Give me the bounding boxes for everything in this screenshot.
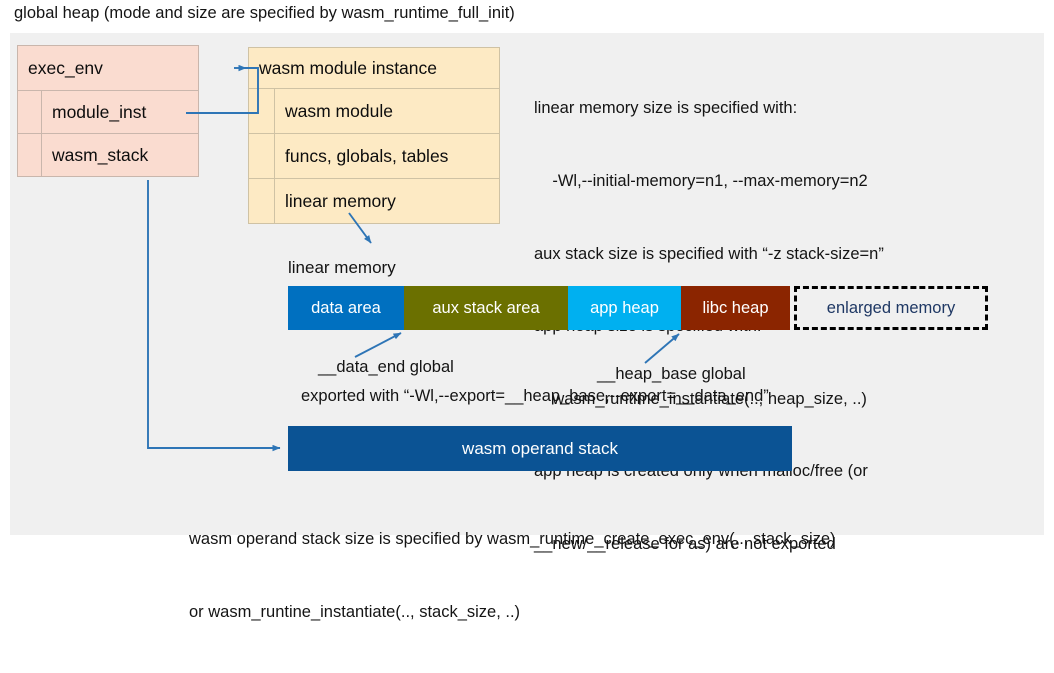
- wasm-operand-stack-label: wasm operand stack: [462, 438, 618, 458]
- note-line: aux stack size is specified with “-z sta…: [534, 244, 884, 263]
- memory-segment-libc-heap: libc heap: [681, 286, 790, 330]
- row-gutter: [249, 89, 275, 133]
- note-line: -Wl,--initial-memory=n1, --max-memory=n2: [534, 172, 868, 191]
- memory-segment-label: libc heap: [702, 298, 769, 317]
- memory-config-notes: linear memory size is specified with: -W…: [534, 48, 884, 605]
- annotation-exported-with: exported with “-Wl,--export=__heap_base,…: [301, 387, 769, 405]
- diagram-root: global heap (mode and size are specified…: [10, 4, 1044, 621]
- annotation-heap-base: __heap_base global: [597, 365, 746, 383]
- wasm-module-instance-box: wasm module instance wasm module funcs, …: [248, 47, 500, 224]
- memory-segment-label: data area: [311, 298, 381, 317]
- memory-segment-app-heap: app heap: [568, 286, 681, 330]
- module-instance-field-label: wasm module: [285, 100, 393, 121]
- note-line: wasm_runtime_instantiate(.., heap_size, …: [534, 389, 867, 408]
- note-line: linear memory size is specified with:: [534, 99, 798, 118]
- page-title: global heap (mode and size are specified…: [14, 4, 515, 22]
- exec-env-field-label: module_inst: [52, 101, 147, 122]
- module-instance-field-linear-memory: linear memory: [248, 179, 500, 224]
- module-instance-header-label: wasm module instance: [259, 57, 437, 78]
- memory-segment-aux-stack-area: aux stack area: [404, 286, 568, 330]
- memory-segment-label: app heap: [590, 298, 659, 317]
- exec-env-field-module-inst: module_inst: [17, 91, 199, 134]
- exec-env-field-wasm-stack: wasm_stack: [17, 134, 199, 177]
- row-gutter: [18, 134, 42, 176]
- module-instance-field-funcs-globals-tables: funcs, globals, tables: [248, 134, 500, 179]
- linear-memory-bar: data area aux stack area app heap libc h…: [288, 286, 988, 330]
- module-instance-field-wasm-module: wasm module: [248, 89, 500, 134]
- note-line: wasm operand stack size is specified by …: [189, 530, 836, 549]
- row-gutter: [249, 179, 275, 223]
- memory-segment-enlarged-memory: enlarged memory: [794, 286, 988, 330]
- annotation-data-end: __data_end global: [318, 358, 454, 376]
- exec-env-header: exec_env: [17, 45, 199, 91]
- note-line: or wasm_runtine_instantiate(.., stack_si…: [189, 603, 521, 622]
- module-instance-field-label: funcs, globals, tables: [285, 145, 449, 166]
- exec-env-box: exec_env module_inst wasm_stack: [17, 45, 199, 177]
- exec-env-field-label: wasm_stack: [52, 144, 149, 165]
- row-gutter: [249, 134, 275, 178]
- memory-segment-data-area: data area: [288, 286, 404, 330]
- wasm-operand-stack-box: wasm operand stack: [288, 426, 792, 471]
- linear-memory-label: linear memory: [288, 258, 396, 277]
- exec-env-header-label: exec_env: [28, 57, 103, 78]
- row-gutter: [18, 91, 42, 133]
- module-instance-field-label: linear memory: [285, 190, 396, 211]
- memory-segment-label: aux stack area: [432, 298, 540, 317]
- operand-stack-notes: wasm operand stack size is specified by …: [189, 479, 836, 673]
- module-instance-header: wasm module instance: [248, 47, 500, 89]
- memory-segment-label: enlarged memory: [826, 298, 956, 317]
